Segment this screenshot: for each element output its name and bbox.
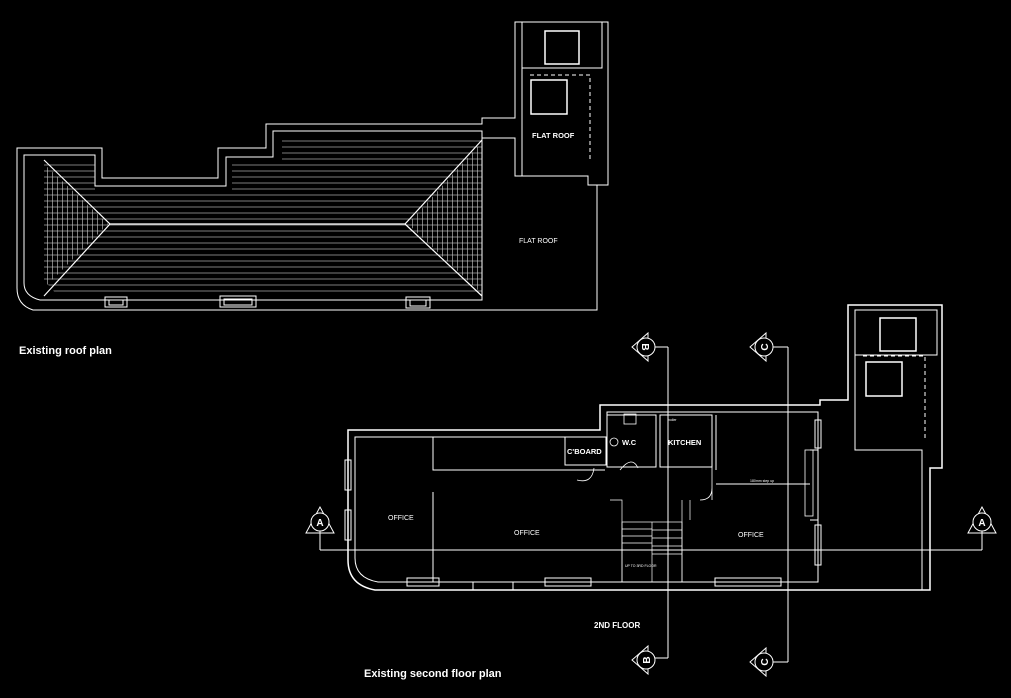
extension-tower [854, 309, 938, 356]
section-marker-b-top [631, 331, 656, 363]
stair-note: UP TO 3RD FLOOR [625, 564, 657, 568]
section-marker-a-right [967, 505, 997, 534]
section-marker-b-bottom [631, 644, 656, 676]
window-2 [472, 581, 514, 591]
hipped-roof-hatch [44, 140, 482, 296]
tower-outline [521, 21, 603, 69]
step-note: 180mm step up [750, 479, 774, 483]
boiler-note: boiler [668, 418, 677, 422]
floor-plan [344, 304, 943, 591]
window-4 [714, 577, 782, 587]
flat-roof-upper-label: FLAT ROOF [532, 131, 575, 140]
left-office-partition [432, 437, 605, 582]
hip-end-left [44, 164, 108, 288]
section-marker-c-top [749, 331, 774, 363]
office-center-label: OFFICE [514, 530, 540, 537]
rooflight-top [544, 30, 580, 65]
gutter-outlet-3 [405, 296, 431, 309]
roof-plan [16, 21, 609, 311]
section-b-top-label: B [639, 343, 650, 350]
window-1 [406, 577, 440, 587]
cupboard-box [564, 436, 607, 466]
floor-outer-walls [347, 304, 943, 591]
section-c-top-label: C [760, 343, 771, 350]
rooflight-middle [530, 79, 568, 115]
floor-plan-caption: Existing second floor plan [364, 668, 502, 680]
kitchen-label: KITCHEN [668, 438, 701, 447]
wc-label: W.C [622, 438, 637, 447]
window-3 [544, 577, 592, 587]
gutter-outlet-2 [219, 295, 257, 308]
gutter-outlet-1 [104, 296, 128, 308]
section-a-left-label: A [316, 518, 323, 529]
right-office-walls [715, 415, 819, 521]
ext-rooflight-middle [865, 361, 903, 397]
office-right-label: OFFICE [738, 532, 764, 539]
kitchen-room [659, 414, 713, 468]
floor-inner-walls [354, 411, 819, 583]
hip-end-right [408, 144, 480, 292]
ext-rooflight-top [879, 317, 917, 352]
hip-lines [43, 139, 483, 297]
office-left-label: OFFICE [388, 515, 414, 522]
dashed-boundary [530, 74, 591, 160]
cupboard-label: C'BOARD [567, 447, 602, 456]
wc-room [606, 414, 657, 468]
flat-roof-lower-label: FLAT ROOF [519, 238, 558, 245]
roof-plan-caption: Existing roof plan [19, 345, 112, 357]
roof-inner-outline [23, 130, 483, 301]
section-c-bottom-label: C [760, 658, 771, 665]
section-lines [319, 346, 983, 663]
flat-roof-lower-outline [481, 137, 597, 186]
section-marker-a-left [305, 505, 335, 534]
stair [610, 499, 691, 583]
second-floor-label: 2ND FLOOR [594, 621, 640, 630]
section-marker-c-bottom [749, 646, 774, 678]
section-a-right-label: A [978, 518, 985, 529]
section-b-bottom-label: B [642, 656, 653, 663]
